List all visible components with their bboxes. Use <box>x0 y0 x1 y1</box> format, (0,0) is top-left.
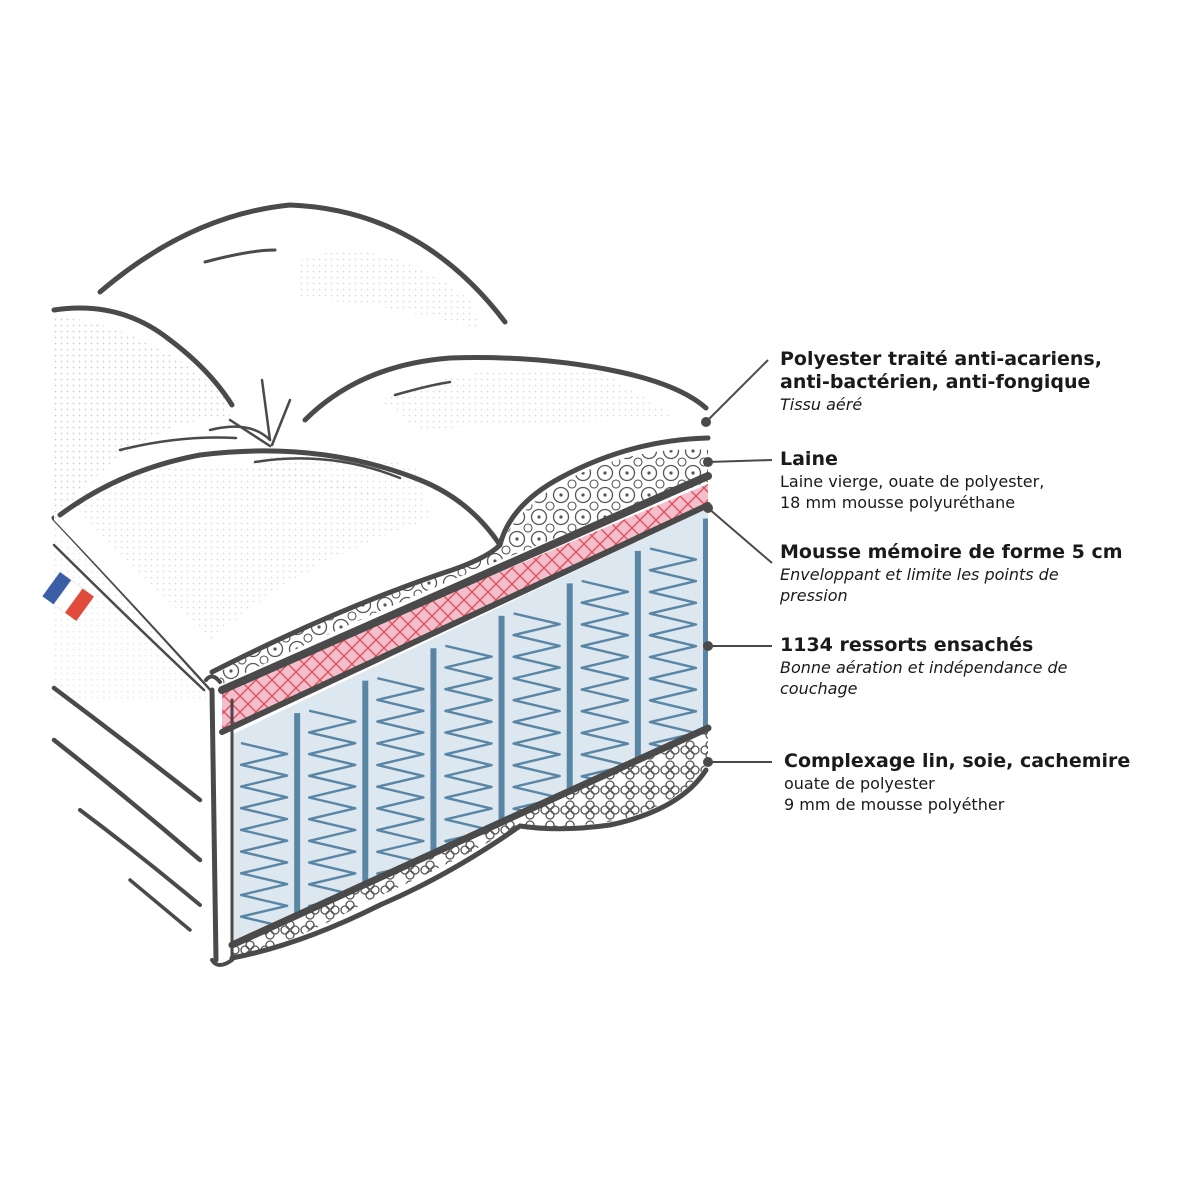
layer-label-ticking: Polyester traité anti-acariens, anti-bac… <box>780 348 1180 415</box>
layer-description: Bonne aération et indépendance de <box>780 658 1068 677</box>
layer-title: 1134 ressorts ensachés <box>780 634 1034 656</box>
layer-description: Tissu aéré <box>780 395 863 414</box>
layer-dividers <box>209 472 712 963</box>
spring-coil <box>307 709 357 929</box>
layer-description: pression <box>780 586 848 605</box>
spring-coil <box>512 612 561 832</box>
layer-title: anti-bactérien, anti-fongique <box>780 371 1091 393</box>
spring-divider <box>498 615 505 873</box>
spring-divider <box>566 583 573 841</box>
mattress-top-pillows <box>51 202 709 690</box>
spring-divider <box>634 550 641 808</box>
layer-description: ouate de polyester <box>784 774 935 793</box>
layer-description: couchage <box>780 679 858 698</box>
layer-description: 9 mm de mousse polyéther <box>784 795 1005 814</box>
spring-coil <box>648 547 698 767</box>
layer-description: Laine vierge, ouate de polyester, <box>780 472 1045 491</box>
layer-description: 18 mm mousse polyuréthane <box>780 493 1016 512</box>
memory-foam-layer <box>222 484 708 730</box>
leader-lines <box>701 359 773 767</box>
mattress-outline <box>204 435 711 967</box>
layer-title: Complexage lin, soie, cachemire <box>784 750 1131 772</box>
layer-title: Mousse mémoire de forme 5 cm <box>780 541 1123 563</box>
spring-coil <box>376 677 425 897</box>
spring-divider <box>294 713 301 952</box>
layer-title: Polyester traité anti-acariens, <box>780 348 1102 370</box>
french-flag-icon <box>42 572 94 621</box>
spring-coil <box>444 644 493 864</box>
spring-divider <box>362 680 369 938</box>
layer-label-wool: Laine Laine vierge, ouate de polyester, … <box>780 448 1180 513</box>
layer-label-bottom-comfort: Complexage lin, soie, cachemire ouate de… <box>784 750 1184 815</box>
layer-description: Enveloppant et limite les points de <box>780 565 1059 584</box>
spring-coil <box>580 579 630 800</box>
bottom-comfort-layer <box>232 730 708 960</box>
layer-label-springs: 1134 ressorts ensachés Bonne aération et… <box>780 634 1180 699</box>
layer-title: Laine <box>780 448 838 470</box>
layer-label-memory-foam: Mousse mémoire de forme 5 cm Enveloppant… <box>780 541 1180 606</box>
spring-divider <box>430 648 437 906</box>
